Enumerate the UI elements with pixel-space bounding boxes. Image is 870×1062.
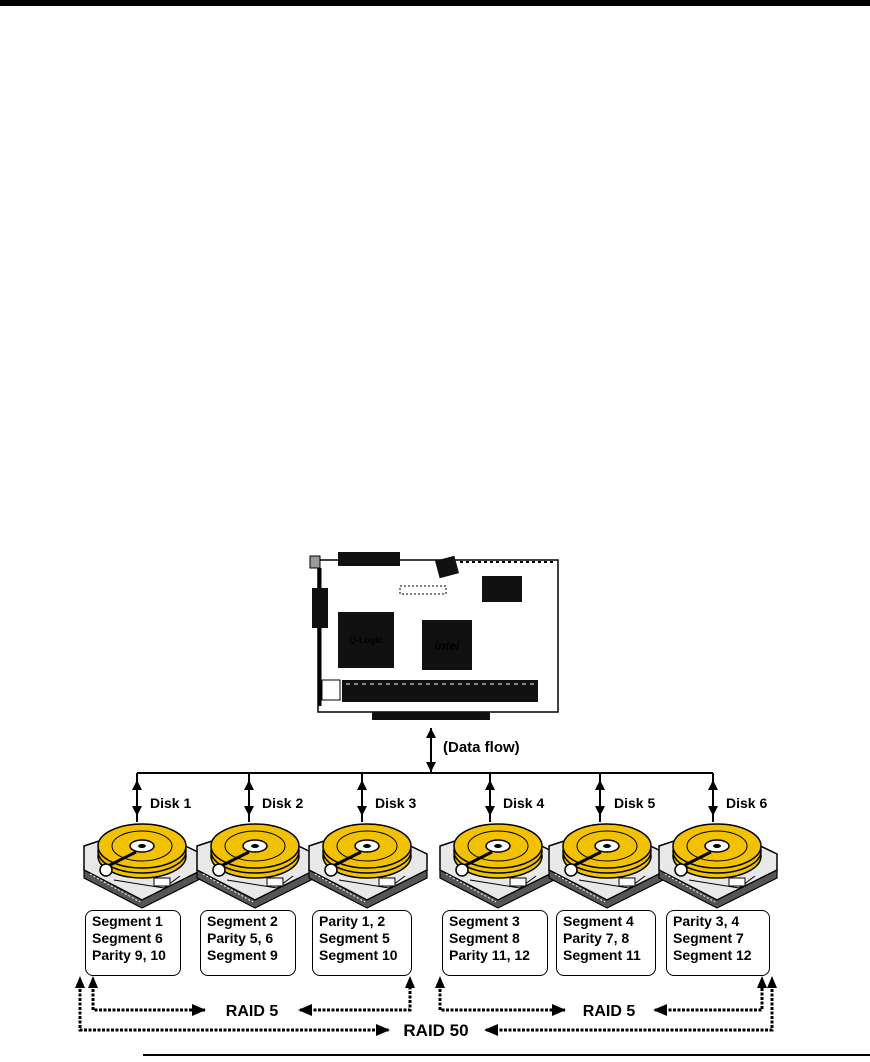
disk-label-4: Disk 4 [503, 795, 544, 811]
disk-2-line-1: Segment 2 [207, 913, 278, 929]
data-flow-label: (Data flow) [443, 739, 520, 756]
disk-6-contents-box: Parity 3, 4 Segment 7 Segment 12 [666, 910, 770, 976]
raid5-left-label: RAID 5 [226, 1003, 279, 1020]
chip-label-qlogic: Q-Logic [349, 635, 383, 645]
hard-drive-icon-6 [657, 822, 779, 910]
raid50-label: RAID 50 [403, 1021, 468, 1040]
disk-3-line-2: Segment 5 [319, 930, 390, 946]
raid5-left-bracket [91, 980, 412, 1012]
hard-drive-icon-3 [307, 822, 429, 910]
disk-6-line-2: Segment 7 [673, 930, 744, 946]
chip-label-intel-text: intel [435, 639, 460, 653]
disk-4-line-1: Segment 3 [449, 913, 520, 929]
hard-drive-icon-1 [82, 822, 204, 910]
disk-label-2: Disk 2 [262, 795, 303, 811]
raid5-right-label: RAID 5 [583, 1003, 636, 1020]
raid5-right-bracket [438, 980, 764, 1012]
disk-label-6: Disk 6 [726, 795, 767, 811]
disk-4-line-2: Segment 8 [449, 930, 520, 946]
disk-3-line-1: Parity 1, 2 [319, 913, 386, 929]
disk-1-line-1: Segment 1 [92, 913, 163, 929]
disk-5-line-1: Segment 4 [563, 913, 634, 929]
data-flow-arrow [426, 728, 436, 772]
hard-drive-icon-5 [547, 822, 669, 910]
raid50-bracket [78, 980, 774, 1032]
disk-5-line-2: Parity 7, 8 [563, 930, 630, 946]
disk-5-contents-box: Segment 4 Parity 7, 8 Segment 11 [556, 910, 656, 976]
disk-1-line-2: Segment 6 [92, 930, 163, 946]
disk-2-contents-box: Segment 2 Parity 5, 6 Segment 9 [200, 910, 296, 976]
disk-connectors [132, 773, 718, 822]
top-border-bar [0, 0, 870, 6]
disk-1-contents-box: Segment 1 Segment 6 Parity 9, 10 [85, 910, 181, 976]
hard-drive-icon-4 [438, 822, 560, 910]
disk-2-line-3: Segment 9 [207, 947, 278, 963]
disk-4-line-3: Parity 11, 12 [449, 947, 530, 963]
footer-rule [143, 1054, 870, 1056]
disk-3-contents-box: Parity 1, 2 Segment 5 Segment 10 [312, 910, 412, 976]
disk-1-line-3: Parity 9, 10 [92, 947, 166, 963]
disk-3-line-3: Segment 10 [319, 947, 398, 963]
disk-label-1: Disk 1 [150, 795, 191, 811]
raid-controller-card: Q-Logic intel [309, 552, 559, 720]
disk-6-line-1: Parity 3, 4 [673, 913, 740, 929]
disk-label-3: Disk 3 [375, 795, 416, 811]
hard-drive-icon-2 [195, 822, 317, 910]
disk-4-contents-box: Segment 3 Segment 8 Parity 11, 12 [442, 910, 548, 976]
disk-label-5: Disk 5 [614, 795, 655, 811]
disk-2-line-2: Parity 5, 6 [207, 930, 274, 946]
disk-6-line-3: Segment 12 [673, 947, 752, 963]
disk-5-line-3: Segment 11 [563, 947, 641, 963]
